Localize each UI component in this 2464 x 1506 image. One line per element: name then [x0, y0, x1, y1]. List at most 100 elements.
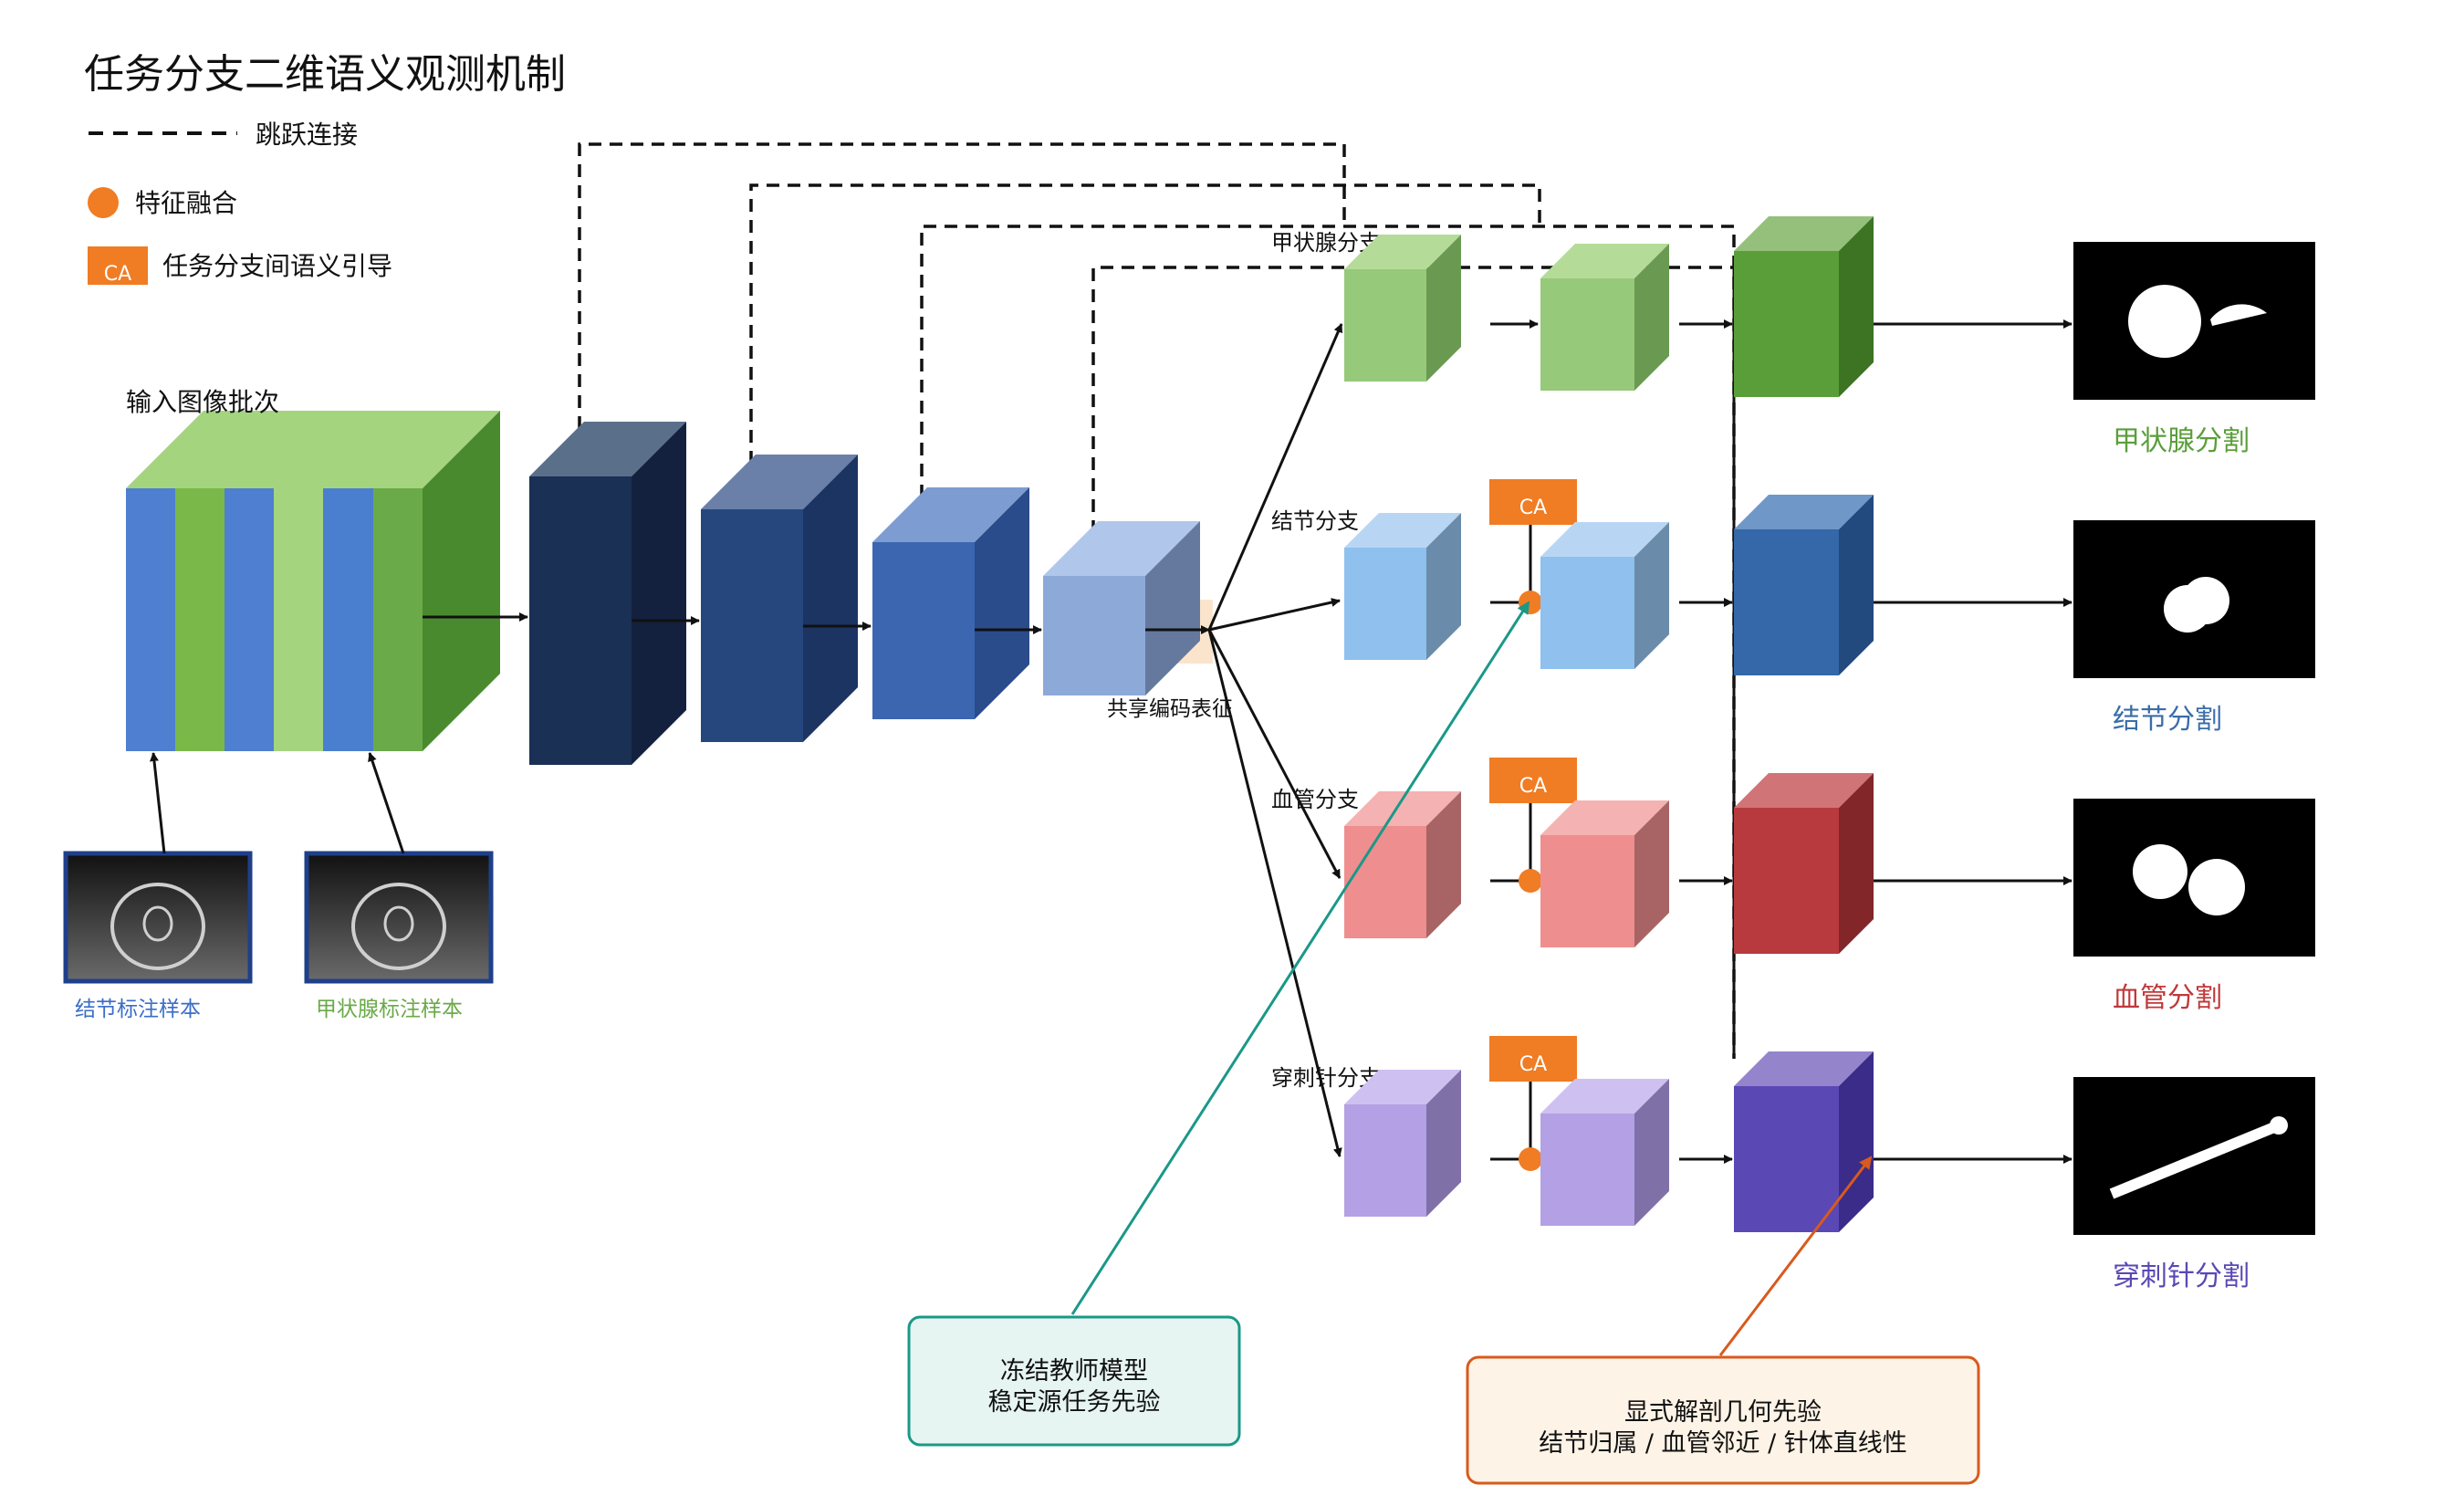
ca-tag-box-vessel	[1489, 758, 1577, 803]
branch-thyroid-cube2-front	[1540, 278, 1634, 391]
sample-thyroid-label: 甲状腺标注样本	[316, 998, 463, 1021]
branch-vessel-cube2-front	[1540, 835, 1634, 947]
encoder-arrows	[423, 612, 1210, 634]
branch-thyroid-cube3-front	[1734, 251, 1839, 397]
encoder-block-3-front	[872, 542, 975, 719]
legend-fusion-dot	[88, 187, 119, 218]
branch-nodule-cube1-front	[1344, 548, 1426, 660]
ca-tag-box-nodule	[1489, 479, 1577, 525]
branch-label-nodule: 结节分支	[1271, 508, 1359, 534]
branch-vessel-cube1-top	[1344, 791, 1461, 826]
prior-box	[1466, 1355, 1980, 1485]
ca-tag-nodule: CA	[1519, 497, 1547, 519]
branch-vessel-cube1-front	[1344, 826, 1426, 938]
encoder-block-4-front	[1043, 576, 1145, 695]
branch-needle-cube2-top	[1540, 1079, 1669, 1114]
legend: 跳跃连接 特征融合 CA 任务分支间语义引导	[88, 120, 392, 286]
legend-ca-box	[88, 246, 148, 285]
sample-thyroid-arrow	[368, 752, 405, 854]
fanout-arrow-needle	[1207, 629, 1342, 1157]
branches: 甲状腺分支甲状腺分割结节分支CA结节分割血管分支CA血管分割穿刺针分支CA穿刺针…	[1271, 216, 2315, 1292]
sample-thyroid-ring	[351, 883, 446, 970]
prior-note: 显式解剖几何先验 结节归属 / 血管邻近 / 针体直线性	[1466, 1156, 1980, 1485]
teacher-arrow	[1070, 601, 1530, 1315]
legend-skip-label: 跳跃连接	[256, 120, 358, 150]
branch-vessel-cube3-side	[1839, 773, 1874, 954]
branch-nodule-cube2-front	[1540, 557, 1634, 669]
output-label-thyroid: 甲状腺分割	[2113, 425, 2250, 457]
input-stripe	[224, 488, 274, 751]
sample-nodule-ring	[110, 883, 205, 970]
branch-label-vessel: 血管分支	[1271, 787, 1359, 812]
branch-vessel-cube3-front	[1734, 808, 1839, 954]
branch-nodule-cube1-top	[1344, 513, 1461, 548]
ca-tag-vessel: CA	[1519, 775, 1547, 798]
fusion-node-needle	[1519, 1147, 1542, 1171]
branch-thyroid-cube3-top	[1734, 216, 1874, 251]
branch-nodule-cube2-side	[1634, 522, 1669, 669]
input-stripe	[126, 488, 175, 751]
branch-needle-cube1-front	[1344, 1104, 1426, 1217]
output-label-nodule: 结节分割	[2113, 704, 2222, 736]
sample-thyroid-image	[304, 851, 494, 984]
mask-vessel-shape	[2188, 859, 2245, 915]
encoder-block-2-front	[701, 509, 803, 742]
branch-thyroid-cube1-front	[1344, 269, 1426, 382]
teacher-box	[907, 1315, 1241, 1447]
branch-vessel-cube2-top	[1540, 800, 1669, 835]
encoder-block-3-top	[872, 487, 1029, 542]
encoder-block-1-top	[529, 422, 686, 476]
fanout-arrow-nodule	[1208, 598, 1341, 632]
sample-arrows	[150, 752, 405, 854]
mask-needle-shape	[2109, 1120, 2281, 1199]
branch-needle-cube3-front	[1734, 1086, 1839, 1232]
prior-arrow	[1718, 1156, 1873, 1356]
mask-vessel-shape	[2133, 844, 2187, 899]
sample-nodule-label: 结节标注样本	[75, 998, 201, 1021]
skip-connection-4	[1091, 266, 1734, 575]
branch-nodule-cube2-top	[1540, 522, 1669, 557]
teacher-line2: 稳定源任务先验	[988, 1388, 1161, 1417]
branch-needle-cube1-side	[1426, 1070, 1461, 1217]
prior-line1: 显式解剖几何先验	[1624, 1398, 1822, 1427]
teacher-line1: 冻结教师模型	[1000, 1357, 1148, 1386]
branch-nodule-cube3-side	[1839, 495, 1874, 675]
prior-line2: 结节归属 / 血管邻近 / 针体直线性	[1539, 1429, 1907, 1458]
input-stripe	[373, 488, 423, 751]
input-stripe	[274, 488, 323, 751]
branch-thyroid-cube2-side	[1634, 244, 1669, 391]
branch-nodule-cube3-top	[1734, 495, 1874, 529]
encoder-block-1-side	[632, 422, 686, 765]
sample-nodule: 结节标注样本	[63, 851, 253, 1021]
branch-needle-cube2-side	[1634, 1079, 1669, 1226]
ca-tag-needle: CA	[1519, 1053, 1547, 1076]
legend-ca-label: 任务分支间语义引导	[162, 251, 392, 281]
teacher-note: 冻结教师模型 稳定源任务先验	[907, 601, 1530, 1447]
input-block-side	[423, 411, 500, 751]
input-block: 输入图像批次	[126, 387, 500, 751]
encoder-block-2	[701, 455, 858, 742]
output-label-vessel: 血管分割	[2113, 982, 2222, 1014]
sample-thyroid: 甲状腺标注样本	[304, 851, 494, 1021]
branch-thyroid-cube1-top	[1344, 235, 1461, 269]
fanout-arrow-thyroid	[1207, 323, 1343, 631]
branch-vessel-cube1-side	[1426, 791, 1461, 938]
branch-thyroid-cube2-top	[1540, 244, 1669, 278]
mask-thyroid-shape	[2210, 304, 2267, 326]
encoder-block-1-front	[529, 476, 632, 765]
input-stripe	[175, 488, 224, 751]
sample-nodule-core	[142, 905, 173, 942]
legend-fusion-label: 特征融合	[135, 188, 237, 218]
branch-vessel-cube2-side	[1634, 800, 1669, 947]
branch-vessel: 血管分支 CA 血管分割	[1271, 758, 2315, 1014]
output-label-needle: 穿刺针分割	[2113, 1260, 2250, 1292]
diagram-title: 任务分支二维语义观测机制	[84, 51, 566, 98]
encoder-block-2-top	[701, 455, 858, 509]
encoder-block-4-top	[1043, 521, 1200, 576]
branch-vessel-cube3-top	[1734, 773, 1874, 808]
encoder-block-3-side	[975, 487, 1029, 719]
input-stripe	[323, 488, 373, 751]
fanout-arrow-vessel	[1207, 629, 1342, 879]
encoder-block-4-side	[1145, 521, 1200, 695]
